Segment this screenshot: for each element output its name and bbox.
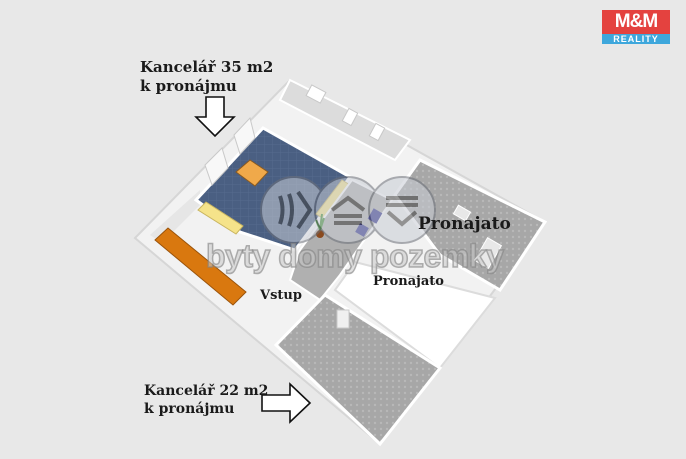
sink: [305, 84, 327, 104]
brand-logo: M&M REALITY: [602, 10, 670, 46]
office-22-title: Kancelář 22 m2: [144, 383, 269, 399]
logo-bottom: REALITY: [602, 34, 670, 44]
corridor-strip: [150, 190, 200, 243]
window: [233, 116, 256, 155]
arrow-down-icon: [194, 96, 236, 138]
office-35-title: Kancelář 35 m2: [140, 58, 274, 76]
pillar: [336, 309, 350, 329]
bench: [197, 201, 244, 235]
office-35-label: Kancelář 35 m2 k pronájmu: [140, 58, 273, 96]
desk: [235, 159, 269, 187]
arrow-right-icon: [261, 382, 312, 424]
entrance-label: Vstup: [260, 288, 302, 303]
office-22-label: Kancelář 22 m2 k pronájmu: [144, 383, 268, 418]
logo-top: M&M: [602, 10, 670, 34]
office-22-subtitle: k pronájmu: [144, 400, 235, 417]
rented-large-label: Pronajato: [418, 214, 511, 234]
watermark-logo: [260, 176, 436, 244]
reception-counter: [154, 227, 247, 306]
watermark-text: byty domy pozemky: [205, 237, 504, 275]
rented-room-small: [333, 260, 497, 370]
office-35-subtitle: k pronájmu: [140, 76, 237, 95]
rented-small-label: Pronajato: [373, 274, 444, 289]
window: [204, 147, 229, 186]
rented-room-large: [393, 158, 548, 293]
toilet: [368, 122, 386, 142]
toilet: [341, 107, 359, 127]
office-22-floor: [273, 293, 443, 447]
